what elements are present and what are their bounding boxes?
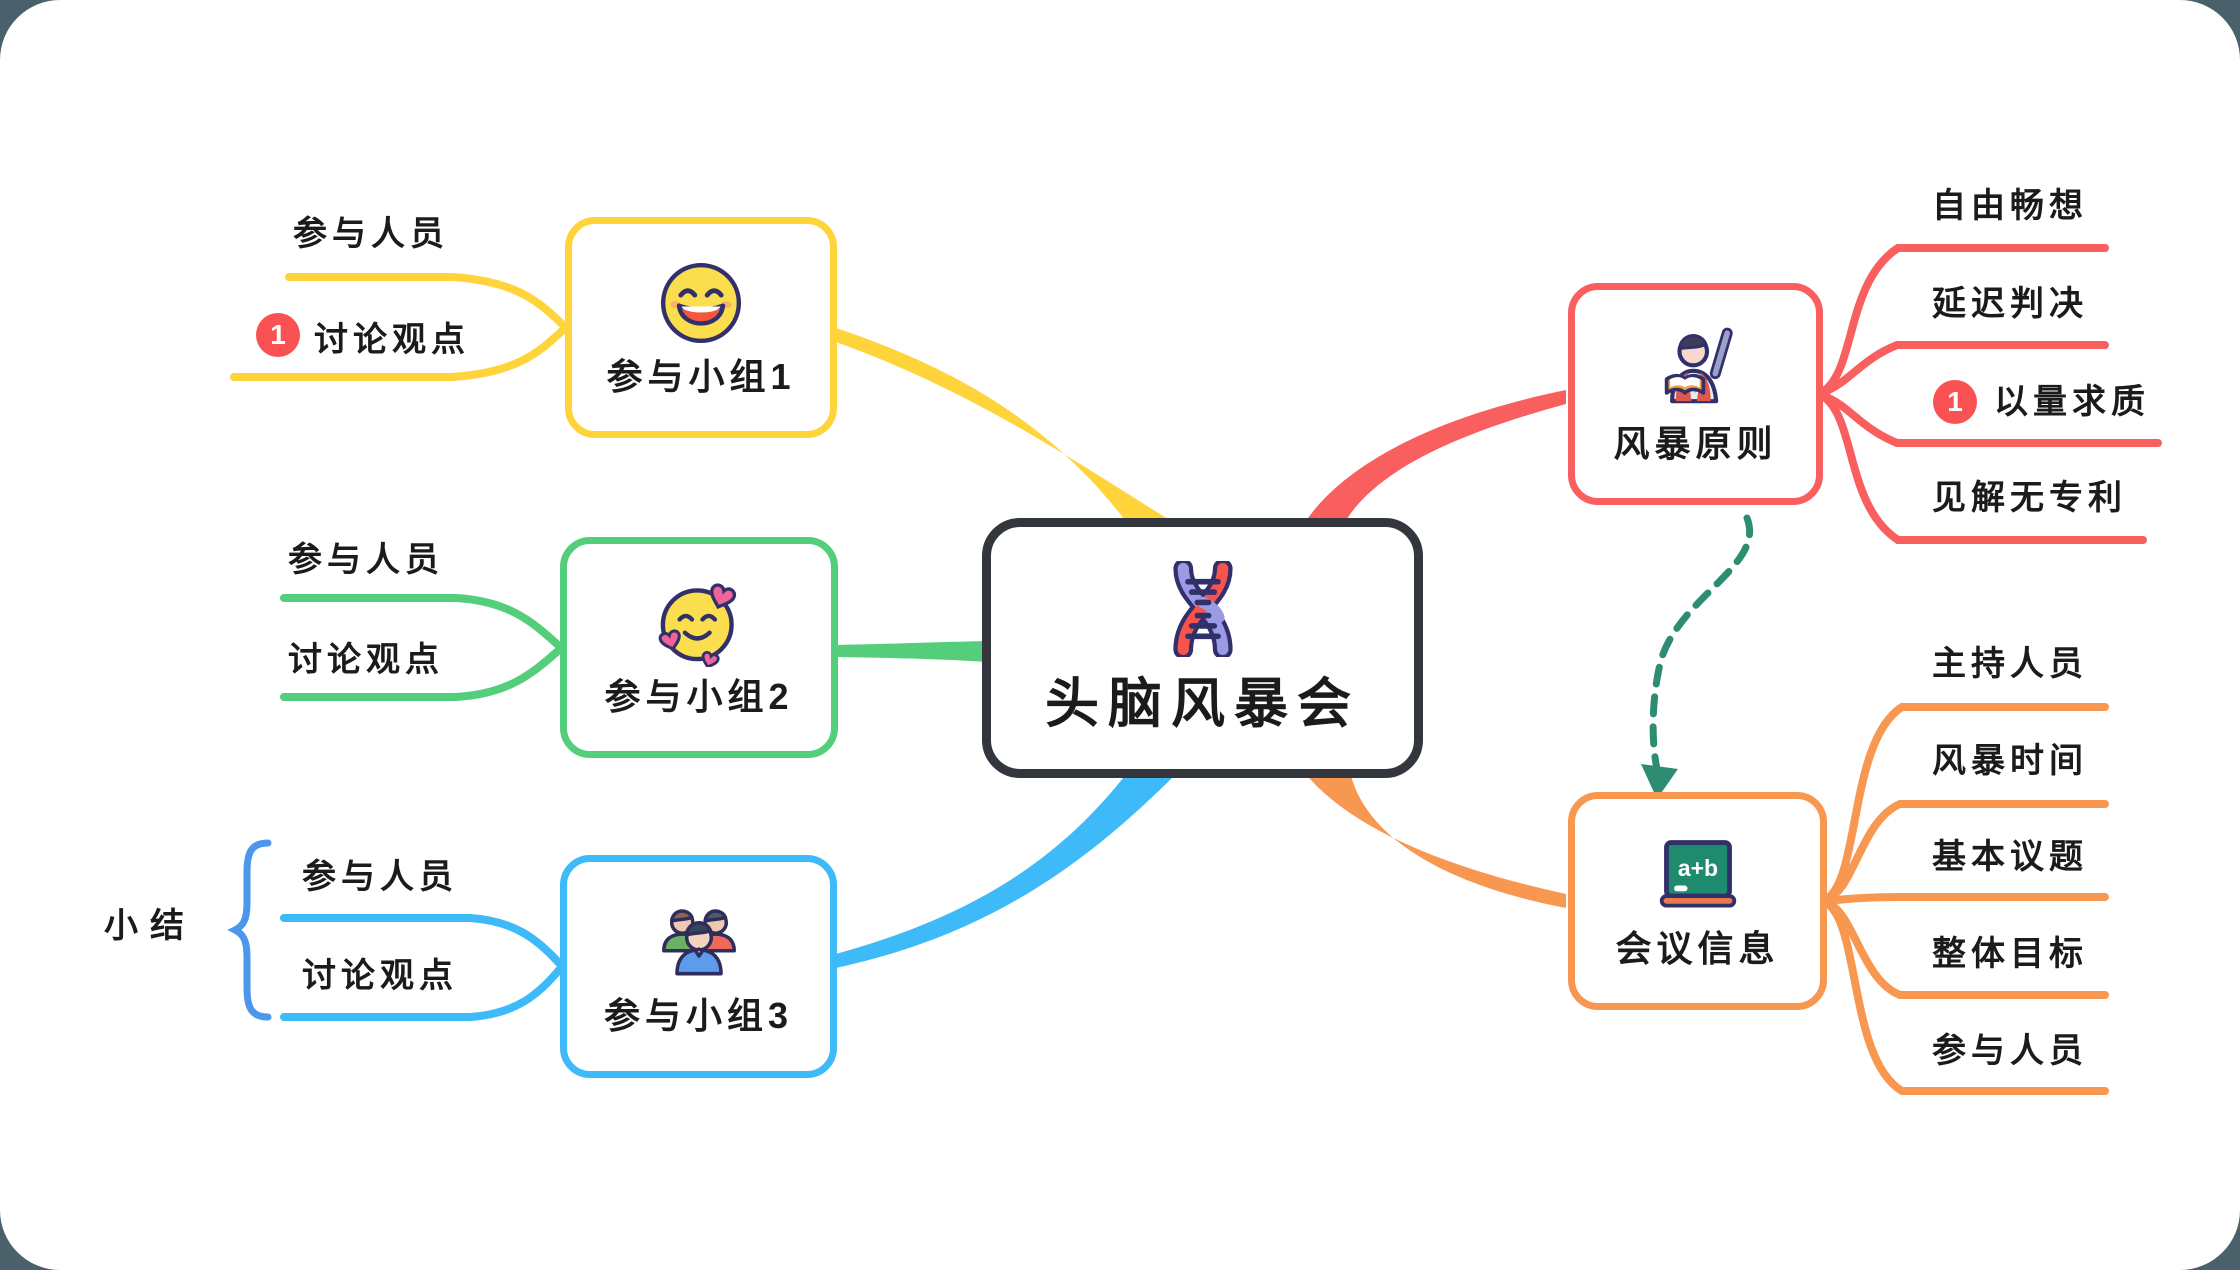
subtopic-storm-time[interactable]: 风暴时间	[1932, 742, 2088, 780]
subtopic-delayed-judgment[interactable]: 延迟判决	[1932, 285, 2088, 323]
branch-line-principles-child4	[1820, 393, 2147, 544]
branch-line-group1-child1	[285, 273, 568, 330]
chalkboard-text: a+b	[1677, 855, 1717, 881]
subtopic-group3-opinions[interactable]: 讨论观点	[302, 957, 458, 995]
grinning-face-icon	[660, 262, 742, 343]
teacher-icon	[1664, 327, 1733, 404]
subtopic-group3-members[interactable]: 参与人员	[302, 858, 458, 896]
subtopic-host[interactable]: 主持人员	[1932, 645, 2088, 683]
subtopic-group1-members[interactable]: 参与人员	[293, 215, 449, 253]
connector-info	[1304, 772, 1566, 908]
subtopic-free-imagination[interactable]: 自由畅想	[1932, 187, 2088, 225]
relationship-arrowhead	[1641, 764, 1678, 799]
branch-line-principles-child2	[1820, 341, 2109, 396]
branch-line-group3-child2	[280, 966, 563, 1021]
connector-group1	[836, 328, 1176, 524]
connector-principles	[1304, 390, 1566, 524]
subtopic-info-members[interactable]: 参与人员	[1932, 1032, 2088, 1070]
topic-group3-label: 参与小组3	[603, 994, 794, 1036]
topic-group2[interactable]: 参与小组2	[560, 537, 838, 758]
branch-line-group2-child1	[280, 594, 563, 650]
summary-label[interactable]: 小结	[104, 907, 196, 945]
branch-line-info-child3	[1824, 893, 2109, 905]
subtopic-group1-opinions[interactable]: 讨论观点	[314, 321, 470, 359]
smiling-face-with-hearts-icon	[657, 581, 738, 667]
chalkboard-icon: a+b	[1659, 840, 1736, 908]
branch-line-info-child5	[1824, 900, 2109, 1095]
connector-group3	[836, 772, 1178, 968]
subtopic-quantity-for-quality[interactable]: 以量求质	[1994, 383, 2150, 421]
priority-1-badge-group1[interactable]: 1	[256, 313, 300, 357]
topic-group1-label: 参与小组1	[606, 355, 796, 397]
dna-icon	[1172, 561, 1233, 658]
central-topic-label: 头脑风暴会	[1045, 674, 1360, 735]
branch-line-group2-child2	[280, 646, 563, 701]
connector-group2	[836, 641, 988, 662]
relationship-arrow-line[interactable]	[1649, 514, 1753, 782]
branch-line-info-child2	[1824, 800, 2109, 903]
branch-line-group3-child1	[280, 914, 563, 967]
branch-line-principles-child1	[1820, 244, 2109, 395]
subtopic-no-patent-on-ideas[interactable]: 见解无专利	[1932, 479, 2127, 517]
topic-group1[interactable]: 参与小组1	[565, 217, 837, 438]
branch-line-info-child1	[1824, 703, 2109, 902]
priority-1-badge-principles[interactable]: 1	[1933, 380, 1977, 424]
topic-info-label: 会议信息	[1615, 928, 1780, 970]
people-group-icon	[661, 908, 736, 976]
subtopic-basic-topics[interactable]: 基本议题	[1932, 838, 2088, 876]
topic-group3[interactable]: 参与小组3	[560, 855, 837, 1078]
central-topic[interactable]: 头脑风暴会	[982, 518, 1423, 778]
topic-info[interactable]: a+b 会议信息	[1568, 792, 1827, 1010]
subtopic-group2-members[interactable]: 参与人员	[288, 541, 444, 579]
subtopic-group2-opinions[interactable]: 讨论观点	[288, 641, 444, 679]
topic-group2-label: 参与小组2	[604, 675, 794, 717]
branch-line-group1-child2	[230, 325, 568, 381]
topic-principles[interactable]: 风暴原则	[1568, 283, 1823, 505]
topic-principles-label: 风暴原则	[1613, 423, 1778, 465]
summary-brace	[227, 839, 272, 1021]
subtopic-overall-goal[interactable]: 整体目标	[1932, 935, 2088, 973]
